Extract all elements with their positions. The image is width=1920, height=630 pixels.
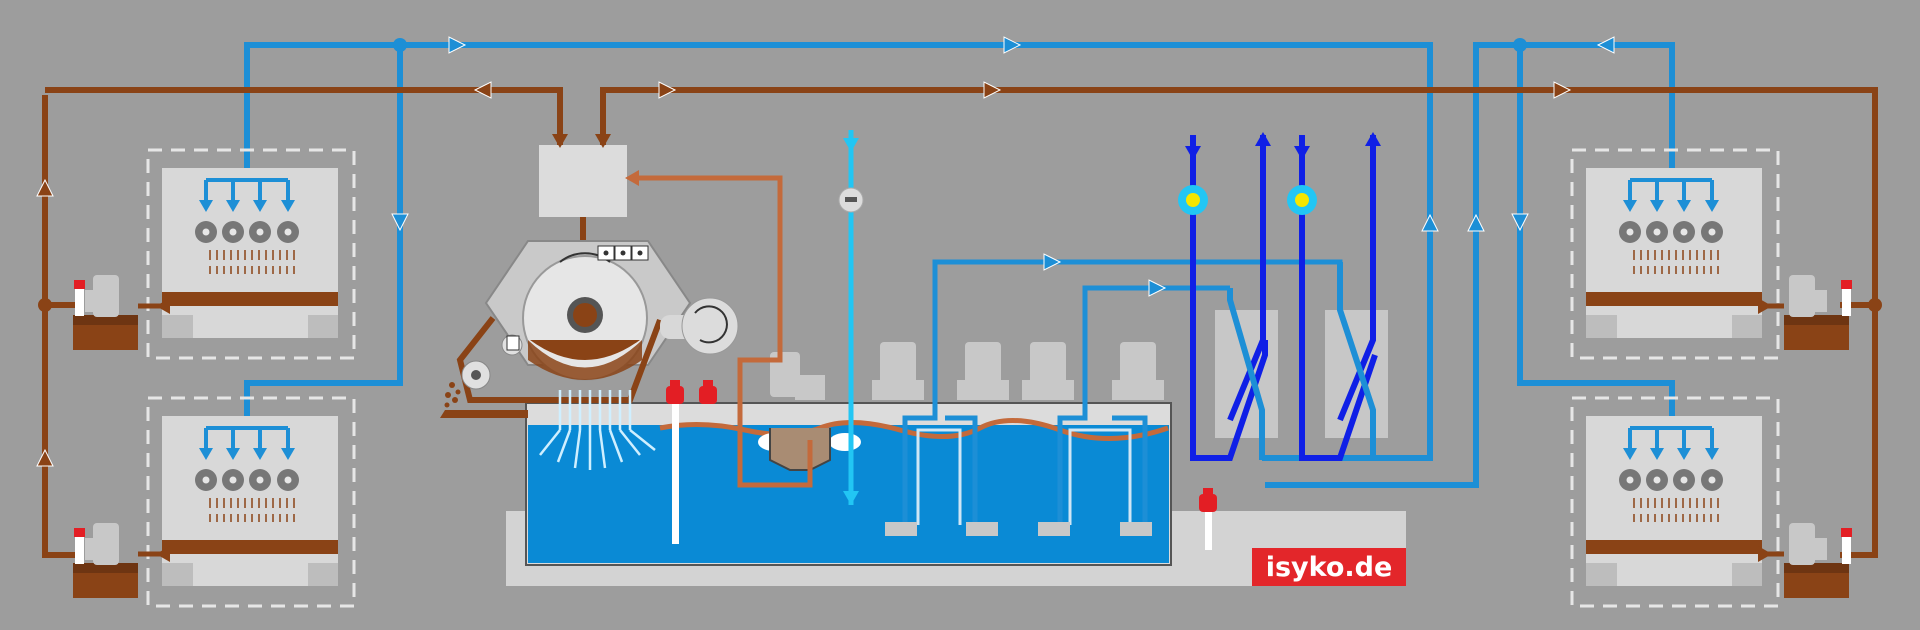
pump-icon: [872, 342, 924, 400]
valve-icon: [1178, 185, 1208, 215]
pump-icon: [770, 352, 825, 400]
machine-tool: [73, 148, 356, 360]
machine-tool: [1570, 396, 1852, 608]
junction: [1513, 38, 1527, 52]
level-switch-icon: [74, 528, 85, 537]
chip-weir: [769, 428, 831, 471]
level-switch-icon: [666, 380, 684, 404]
level-switch-icon: [699, 380, 717, 404]
pump-icon: [1789, 275, 1827, 317]
valve-icon: [1287, 185, 1317, 215]
brand-logo-text[interactable]: isyko.de: [1266, 552, 1393, 583]
suction-pipes-inner: [916, 428, 1132, 525]
brand-logo-bg: [1252, 548, 1406, 586]
tank-pumps: [770, 342, 1164, 400]
machine-tool: [73, 396, 356, 608]
fresh-water-line: [838, 130, 864, 505]
float-switch-right: [829, 433, 861, 451]
level-switch-icon: [1199, 488, 1217, 512]
chip-conveyor: [1586, 540, 1762, 554]
level-switch-icon: [1841, 280, 1852, 289]
chip-conveyor: [1586, 292, 1762, 306]
filter-unit: [440, 145, 739, 418]
chip-conveyor: [162, 540, 338, 554]
flow-arrow-icon: [36, 36, 1615, 467]
heat-exchanger: [1178, 132, 1430, 461]
pump-icon: [85, 275, 119, 317]
level-switch-icon: [74, 280, 85, 289]
chip-conveyor: [162, 292, 338, 306]
pump-icon: [1112, 342, 1164, 400]
pump-icon: [957, 342, 1009, 400]
level-probe-2: [1205, 510, 1212, 550]
level-probe-1: [672, 404, 679, 544]
level-switches: [666, 380, 1217, 512]
brand-logo: isyko.de: [1252, 548, 1406, 586]
machine-tools: [73, 148, 1852, 608]
pump-icon: [85, 523, 119, 565]
junction: [393, 38, 407, 52]
nozzle-icon: [539, 390, 656, 470]
level-switch-icon: [1841, 528, 1852, 537]
pump-icon: [1022, 342, 1074, 400]
pump-feet: [885, 522, 1152, 536]
machine-tool: [1570, 148, 1852, 360]
pump-icon: [1789, 523, 1827, 565]
filter-tank-top: [539, 145, 627, 217]
